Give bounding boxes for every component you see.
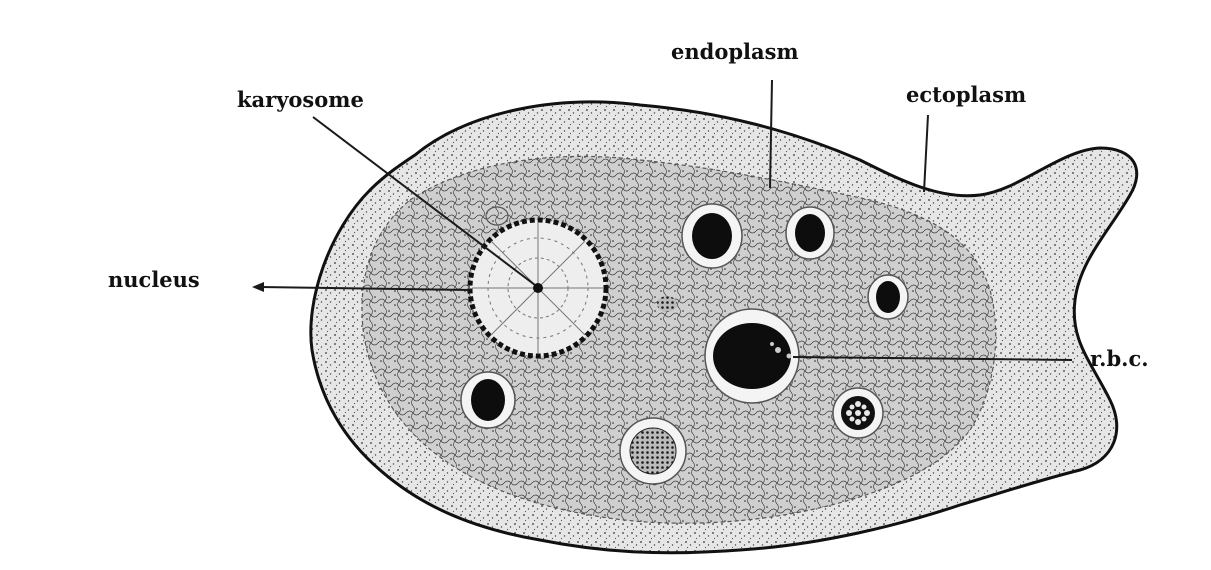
nucleus-leader-arrowhead [252, 282, 264, 292]
food-vacuole-granular [620, 418, 686, 484]
label-karyosome: karyosome [237, 87, 364, 112]
nucleus [470, 220, 606, 356]
label-rbc: r.b.c. [1090, 346, 1149, 371]
food-vacuole-rbc [705, 309, 799, 403]
small-granule [657, 296, 677, 312]
food-vacuole [786, 207, 834, 259]
food-vacuole [461, 372, 515, 428]
food-vacuole [682, 204, 742, 268]
ectoplasm-leader [924, 115, 928, 192]
food-vacuole [868, 275, 908, 319]
food-vacuole-spotted [833, 388, 883, 438]
label-ectoplasm: ectoplasm [906, 82, 1026, 107]
label-nucleus: nucleus [108, 267, 200, 292]
label-endoplasm: endoplasm [671, 39, 799, 64]
